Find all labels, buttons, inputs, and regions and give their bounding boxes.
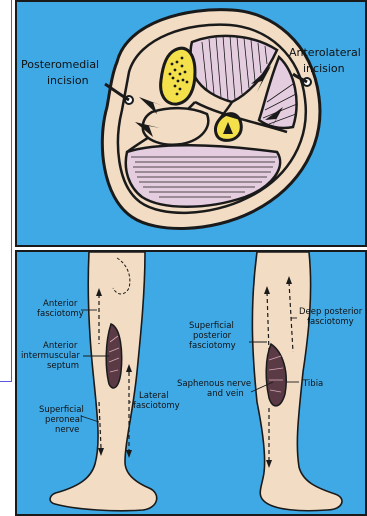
left-leg: [50, 252, 157, 511]
saphenous-label-2: and vein: [207, 389, 244, 399]
anterior-fasciotomy-label-1: Anterior: [43, 299, 78, 309]
superficial-posterior-label-3: fasciotomy: [189, 341, 236, 351]
posteromedial-label-1: Posteromedial: [21, 58, 99, 71]
lateral-fasciotomy-label-1: Lateral: [139, 391, 169, 401]
cross-section-panel: Posteromedial incision Anterolateral inc…: [15, 0, 367, 247]
anterior-septum-label-3: septum: [47, 361, 79, 371]
deep-posterior-label-1: Deep posterior: [299, 307, 363, 317]
posteromedial-label-2: incision: [47, 74, 89, 87]
superficial-posterior-label-1: Superficial: [189, 321, 234, 331]
deep-posterior-label-2: fasciotomy: [307, 317, 354, 327]
saphenous-label-1: Saphenous nerve: [177, 379, 251, 389]
cross-section-diagram: Posteromedial incision Anterolateral inc…: [17, 2, 365, 245]
anterior-septum-label-1: Anterior: [43, 341, 78, 351]
superficial-posterior-label-2: posterior: [193, 331, 232, 341]
anterior-septum-label-2: intermuscular: [21, 351, 80, 361]
anterolateral-label-1: Anterolateral: [289, 46, 361, 59]
tibia-label: Tibia: [302, 379, 323, 389]
superficial-peroneal-label-1: Superficial: [39, 405, 84, 415]
legs-panel: Anterior fasciotomy Anterior intermuscul…: [15, 250, 367, 516]
lateral-fasciotomy-label-2: fasciotomy: [133, 401, 180, 411]
left-frame-edge: [0, 0, 12, 382]
superficial-peroneal-label-3: nerve: [55, 425, 79, 435]
anterolateral-label-2: incision: [303, 62, 345, 75]
legs-diagram: Anterior fasciotomy Anterior intermuscul…: [17, 252, 365, 514]
anterior-fasciotomy-label-2: fasciotomy: [37, 309, 84, 319]
superficial-peroneal-label-2: peroneal: [45, 415, 82, 425]
